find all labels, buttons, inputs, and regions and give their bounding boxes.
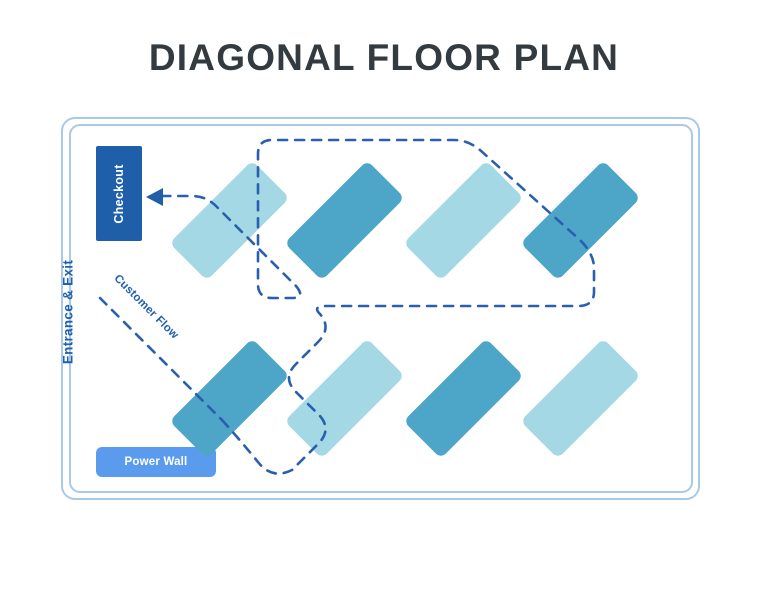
entrance-line-outer xyxy=(61,228,63,396)
power-wall-label: Power Wall xyxy=(124,456,188,468)
power-wall-zone[interactable]: Power Wall xyxy=(96,447,216,477)
checkout-zone[interactable]: Checkout xyxy=(96,146,142,241)
entrance-line-inner xyxy=(69,228,71,396)
page-title: DIAGONAL FLOOR PLAN xyxy=(148,37,620,78)
checkout-label: Checkout xyxy=(112,163,126,224)
entrance-exit-label: Entrance & Exit xyxy=(60,259,76,365)
